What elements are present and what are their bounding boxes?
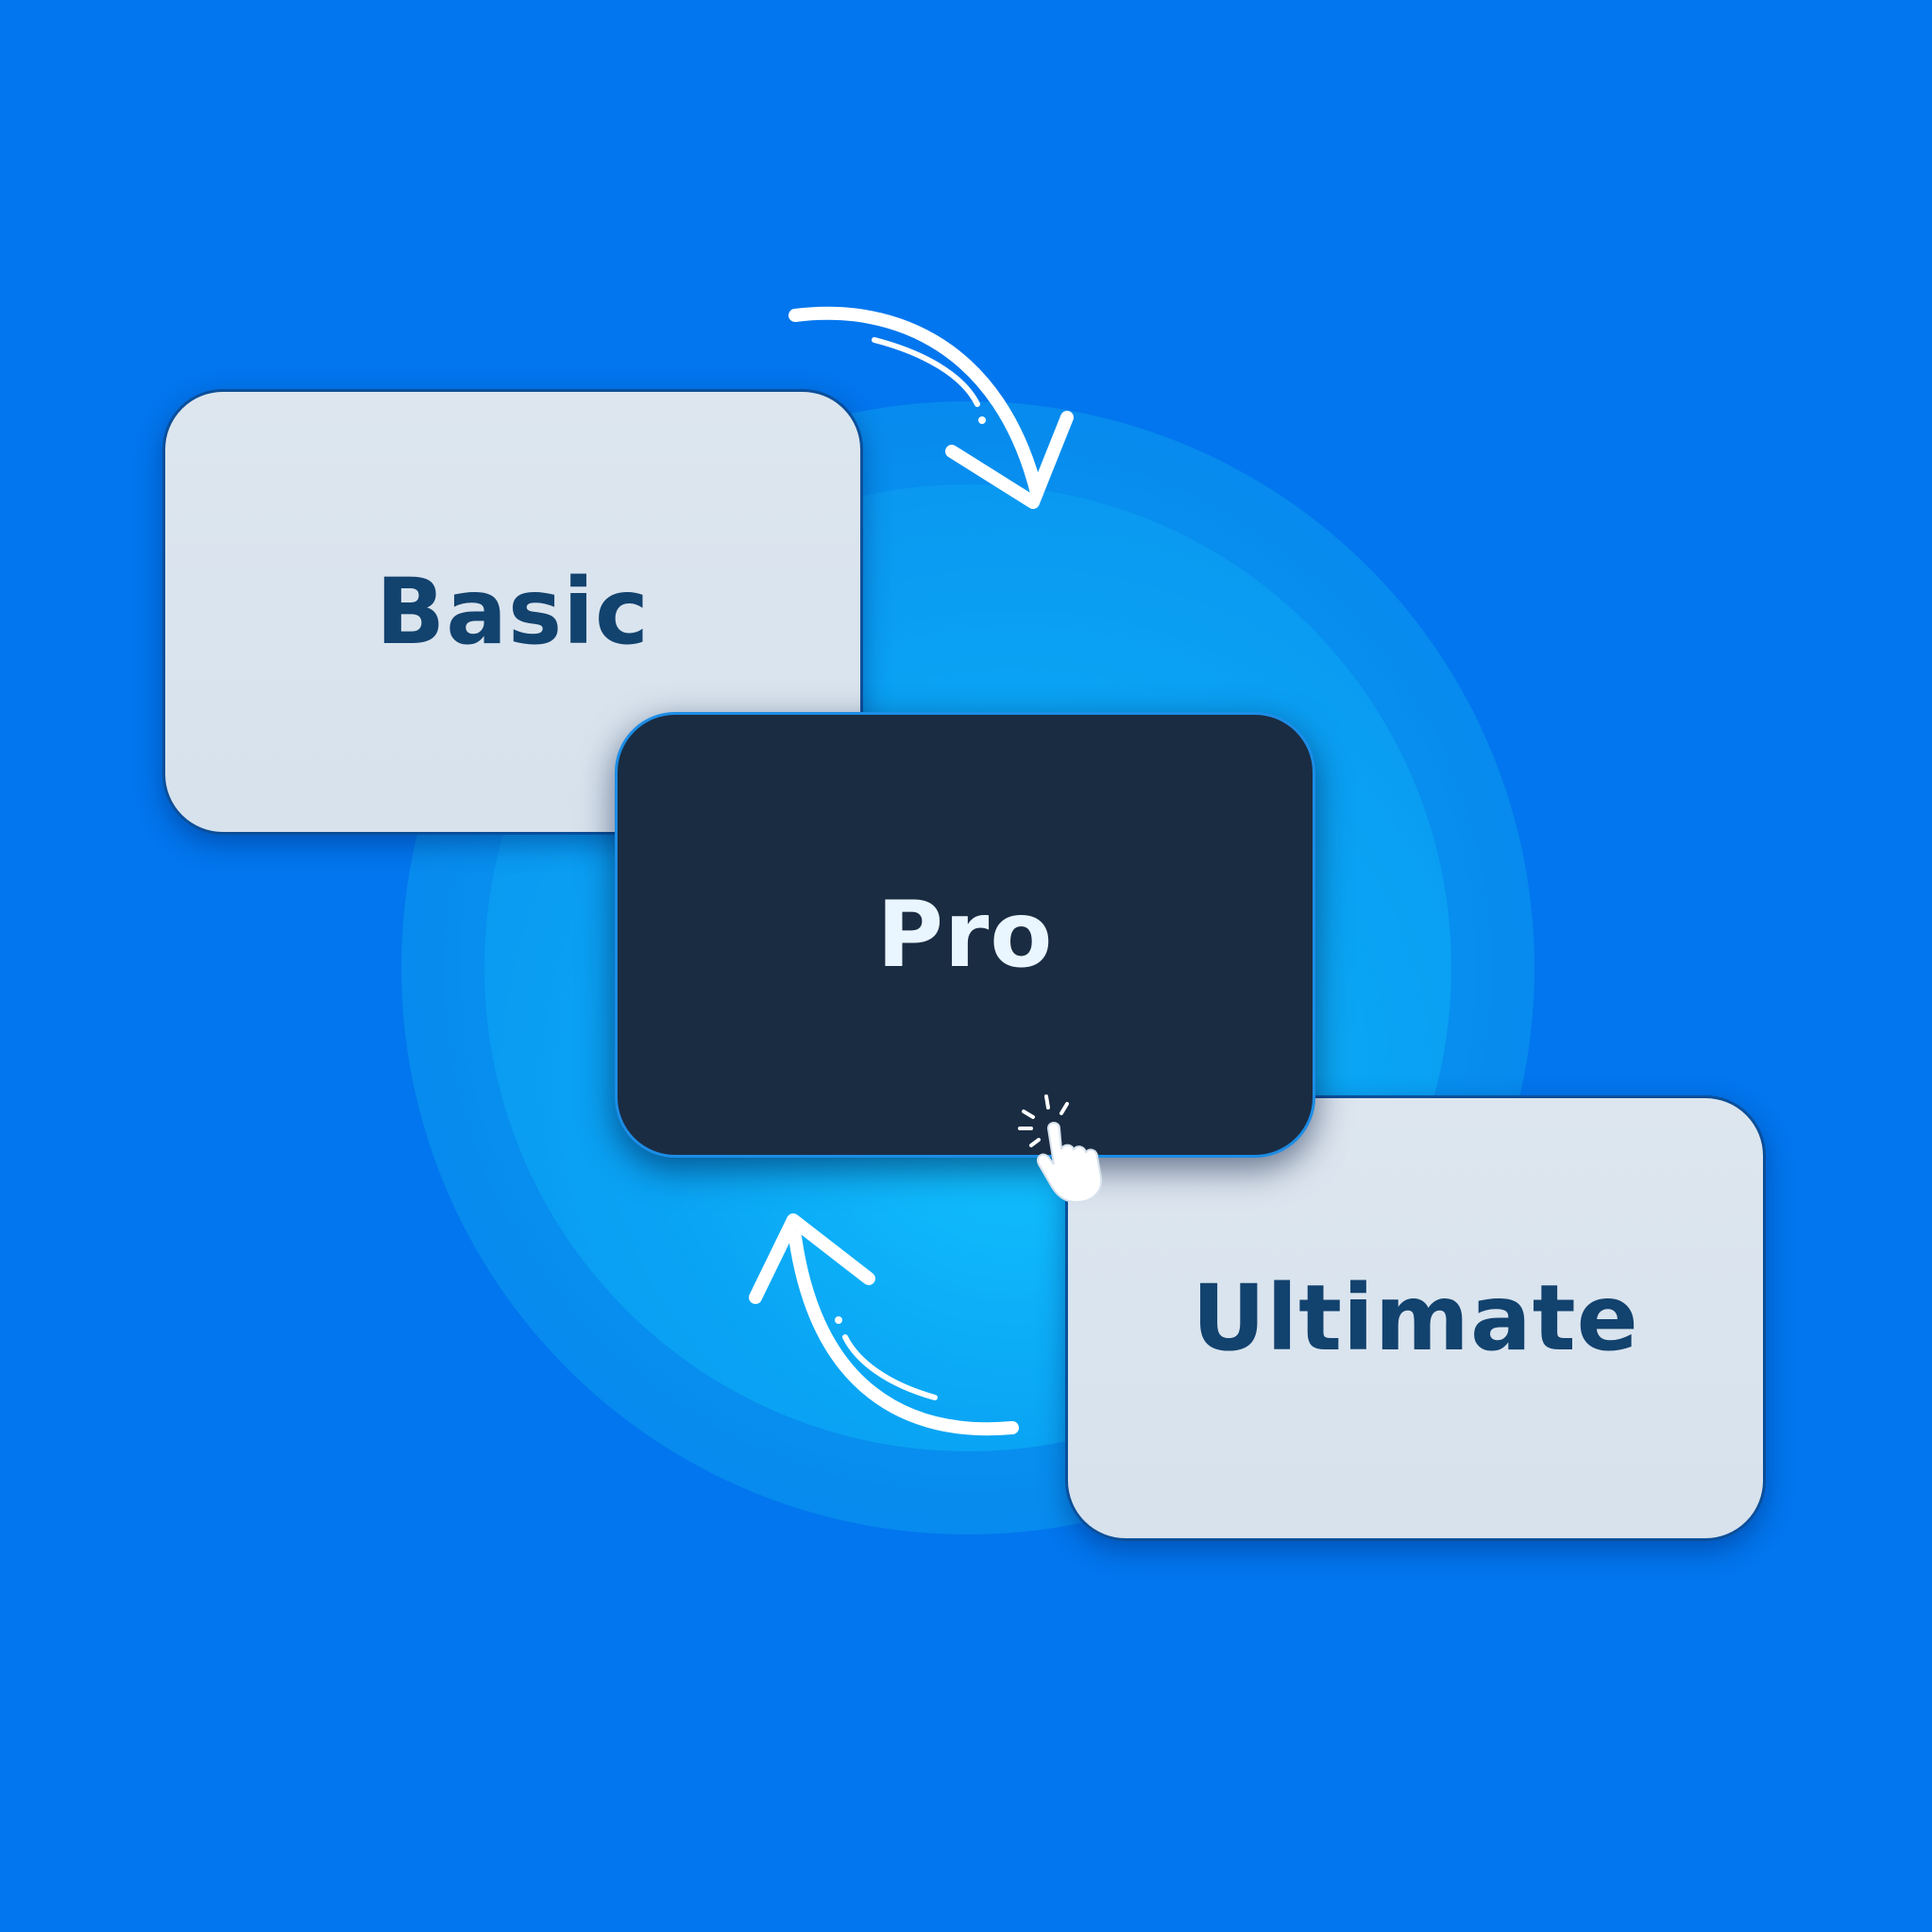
plan-label-pro: Pro: [876, 882, 1054, 988]
plan-label-ultimate: Ultimate: [1192, 1265, 1639, 1371]
plan-label-basic: Basic: [376, 559, 650, 665]
curved-arrow-up-icon: [749, 1213, 1019, 1436]
plan-card-pro[interactable]: Pro: [615, 712, 1315, 1158]
plan-card-ultimate[interactable]: Ultimate: [1065, 1095, 1766, 1541]
curved-arrow-right-icon: [788, 306, 1074, 509]
pointer-hand-click-icon: [1018, 1094, 1103, 1204]
